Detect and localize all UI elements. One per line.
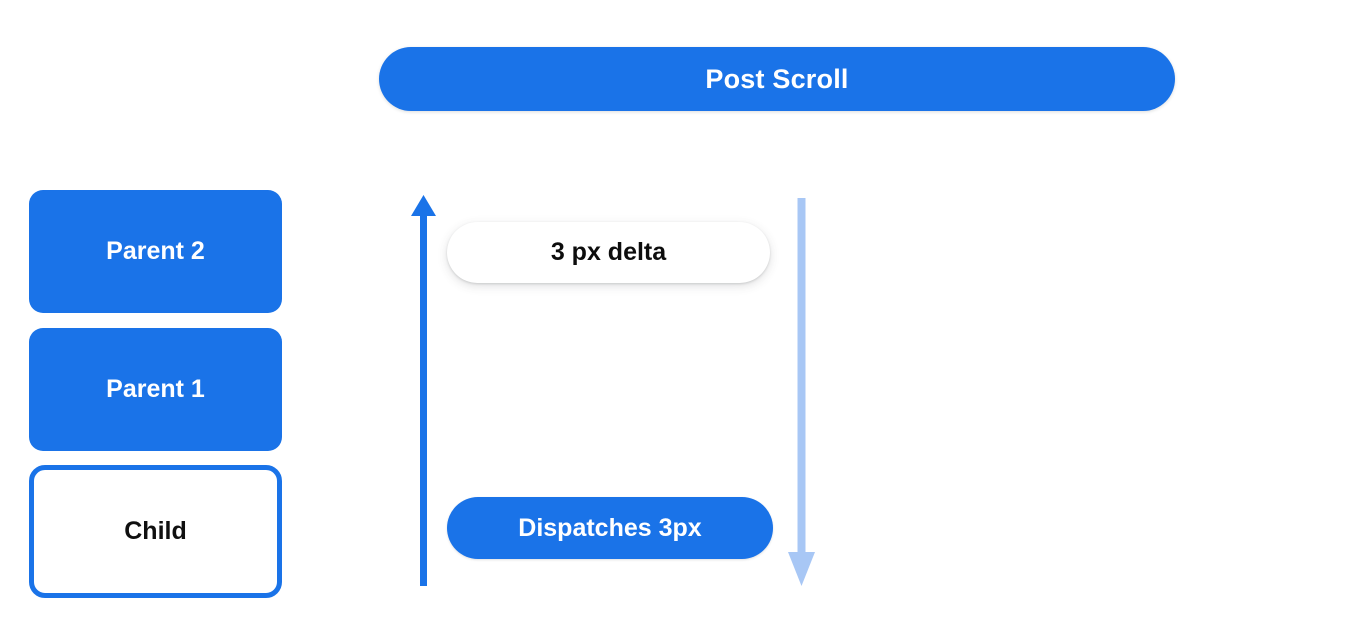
- annotation-pill-delta[interactable]: 3 px delta: [447, 222, 770, 283]
- stack-box-child-label: Child: [124, 517, 187, 545]
- stack-box-parent-2-label: Parent 2: [106, 237, 205, 265]
- arrow-down-icon: [788, 198, 815, 586]
- stack-box-parent-1-label: Parent 1: [106, 375, 205, 403]
- stack-box-parent-1[interactable]: Parent 1: [29, 328, 282, 451]
- annotation-pill-delta-label: 3 px delta: [550, 238, 667, 266]
- annotation-pill-dispatch[interactable]: Dispatches 3px: [447, 497, 773, 559]
- stack-box-parent-2[interactable]: Parent 2: [29, 190, 282, 313]
- arrow-up-icon: [411, 195, 436, 586]
- annotation-pill-dispatch-label: Dispatches 3px: [518, 513, 702, 542]
- post-scroll-header-label: Post Scroll: [705, 63, 849, 94]
- post-scroll-header-bar[interactable]: Post Scroll: [379, 47, 1175, 111]
- stack-box-child[interactable]: Child: [29, 465, 282, 598]
